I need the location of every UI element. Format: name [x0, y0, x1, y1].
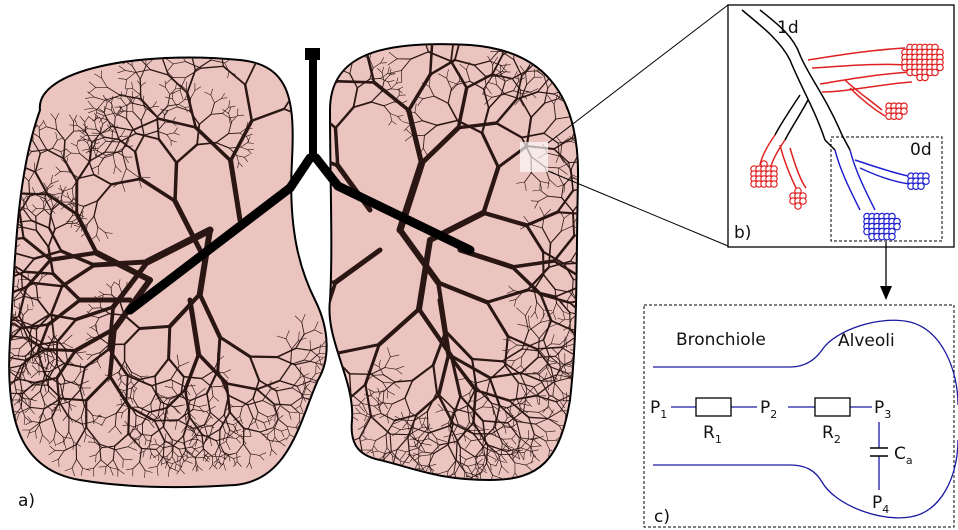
- zoom-region-marker: [520, 142, 548, 172]
- label-0d: 0d: [910, 140, 932, 160]
- zoom-arrow: [880, 242, 892, 300]
- zoom-line-top: [548, 5, 728, 143]
- alveolus-cluster: [864, 213, 900, 239]
- alveolus-cluster: [902, 44, 943, 80]
- lungs-illustration: a): [0, 0, 643, 511]
- panel-b-airway-zoom: 1d 0d b): [728, 5, 954, 247]
- panel-label-c: c): [654, 507, 670, 527]
- panel-b-frame: [728, 5, 954, 247]
- resistor-r2: [815, 398, 850, 416]
- resistor-r1: [696, 398, 731, 416]
- panel-label-b: b): [734, 223, 751, 243]
- label-bronchiole: Bronchiole: [676, 330, 766, 350]
- panel-c-circuit: Bronchiole Alveoli P1 R1 P2 R2 P3 Ca P4 …: [644, 305, 958, 527]
- panel-label-a: a): [18, 491, 35, 511]
- label-1d: 1d: [777, 18, 799, 38]
- label-alveoli: Alveoli: [838, 331, 895, 351]
